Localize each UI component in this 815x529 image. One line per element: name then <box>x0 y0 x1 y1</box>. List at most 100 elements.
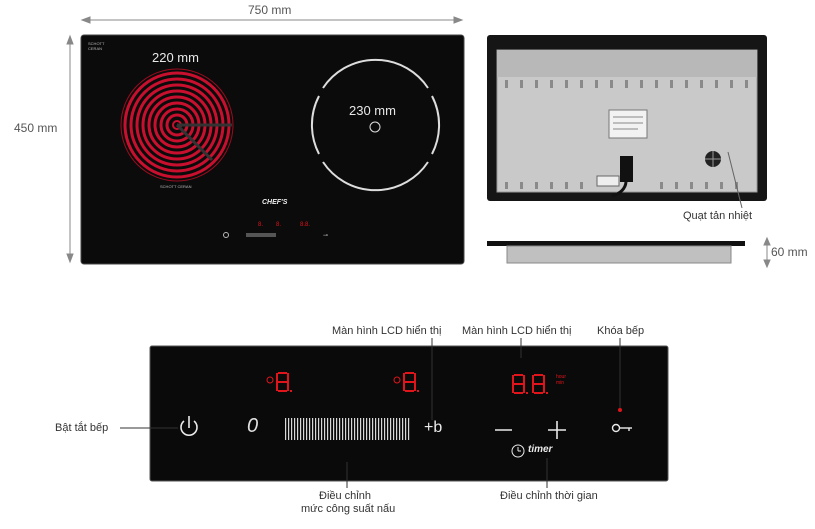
rating-label-lines <box>613 116 643 130</box>
slider-bar[interactable] <box>369 418 371 440</box>
rating-label <box>608 109 648 139</box>
side-body <box>506 245 732 264</box>
slider-bar[interactable] <box>312 418 314 440</box>
slider-bar[interactable] <box>396 418 398 440</box>
svg-text:8.: 8. <box>276 222 281 228</box>
power-callout: Bật tắt bếp <box>55 422 109 434</box>
slider-bar[interactable] <box>318 418 320 440</box>
power-cord <box>611 181 628 198</box>
slider-bar[interactable] <box>405 418 407 440</box>
slider-bar[interactable] <box>285 418 287 440</box>
slider-bar[interactable] <box>393 418 395 440</box>
cooktop-side-view <box>487 241 745 246</box>
slider-bar[interactable] <box>300 418 302 440</box>
time-adjust-callout: Điều chỉnh thời gian <box>500 490 598 502</box>
slider-bar[interactable] <box>360 418 362 440</box>
slider-bar[interactable] <box>288 418 290 440</box>
plus-icon <box>548 421 566 439</box>
slider-bar[interactable] <box>336 418 338 440</box>
slider-bar[interactable] <box>357 418 359 440</box>
time-units-label: hour min <box>556 374 567 386</box>
slider-bar[interactable] <box>408 418 410 440</box>
slider-bar[interactable] <box>366 418 368 440</box>
svg-text:8.: 8. <box>258 222 263 228</box>
slider-bar[interactable] <box>399 418 401 440</box>
slider-bar[interactable] <box>303 418 305 440</box>
zero-level-glyph: 0 <box>247 415 259 437</box>
lock-callout: Khóa bếp <box>597 325 645 337</box>
slider-bar[interactable] <box>297 418 299 440</box>
plus-button[interactable] <box>545 418 569 442</box>
svg-text:⊸: ⊸ <box>323 233 328 239</box>
vent-slots <box>505 80 748 88</box>
slider-bar[interactable] <box>306 418 308 440</box>
timer-label: timer <box>528 444 553 455</box>
slider-bar[interactable] <box>315 418 317 440</box>
power-slider <box>285 418 410 440</box>
zone-print: SCHOTT CERAN <box>160 184 192 189</box>
timer-clock-icon <box>511 444 525 458</box>
slider-bar[interactable] <box>378 418 380 440</box>
power-icon <box>180 416 198 436</box>
slider-bar[interactable] <box>351 418 353 440</box>
slider-bar[interactable] <box>372 418 374 440</box>
slider-bar[interactable] <box>375 418 377 440</box>
zone-indicator-icons <box>266 376 401 384</box>
depth-label: 60 mm <box>771 245 808 259</box>
lcd-left-display <box>276 372 292 394</box>
slider-bar[interactable] <box>381 418 383 440</box>
slider-bar[interactable] <box>330 418 332 440</box>
boost-button[interactable]: +b <box>424 419 443 436</box>
minus-button[interactable] <box>490 420 516 440</box>
slider-bar[interactable] <box>339 418 341 440</box>
lcd-timer-display <box>512 374 552 396</box>
height-label: 450 mm <box>14 121 58 135</box>
lock-indicator-led <box>618 408 622 412</box>
terminal-block <box>596 175 620 187</box>
height-dimension-line <box>66 34 74 264</box>
width-label: 750 mm <box>248 3 292 17</box>
slider-bar[interactable] <box>309 418 311 440</box>
fan-leader-line <box>727 151 743 209</box>
top-view-touch-row: 8. 8. 8.8. ⊸ <box>223 222 328 239</box>
slider-bar[interactable] <box>345 418 347 440</box>
lcd-left-callout: Màn hình LCD hiển thị <box>332 325 442 337</box>
svg-text:8.8.: 8.8. <box>300 222 310 228</box>
slider-bar[interactable] <box>291 418 293 440</box>
radiant-zone <box>120 68 234 182</box>
slider-bar[interactable] <box>333 418 335 440</box>
lcd-right-callout: Màn hình LCD hiển thị <box>462 325 572 337</box>
lock-button[interactable] <box>608 420 636 436</box>
lcd-middle-display <box>403 372 419 394</box>
right-zone-size: 230 mm <box>349 103 396 118</box>
width-dimension-line <box>80 16 464 24</box>
slider-bar[interactable] <box>390 418 392 440</box>
slider-bar[interactable] <box>324 418 326 440</box>
key-lock-icon <box>611 423 632 433</box>
slider-bar[interactable] <box>354 418 356 440</box>
depth-dimension-line <box>763 236 771 269</box>
slider-bar[interactable] <box>363 418 365 440</box>
control-panel <box>149 345 669 482</box>
slider-bar[interactable] <box>387 418 389 440</box>
slider-bar[interactable] <box>327 418 329 440</box>
brand-logo: CHEF'S <box>262 199 288 206</box>
slider-bar[interactable] <box>348 418 350 440</box>
power-adjust-callout-1: Điều chỉnh <box>319 490 371 502</box>
housing-rail-top <box>497 50 757 77</box>
left-zone-size: 220 mm <box>152 50 199 65</box>
power-adjust-callout-2: mức công suất nấu <box>301 503 396 515</box>
power-cord-plug <box>620 156 633 182</box>
slider-bar[interactable] <box>321 418 323 440</box>
power-button[interactable] <box>176 414 202 440</box>
slider-bar[interactable] <box>294 418 296 440</box>
induction-zone <box>310 58 441 192</box>
slider-bar[interactable] <box>384 418 386 440</box>
slider-bar[interactable] <box>342 418 344 440</box>
fan-label: Quạt tản nhiệt <box>683 210 753 222</box>
leader-lines <box>120 338 621 488</box>
corner-print: SCHOTT CERAN <box>88 41 105 51</box>
fan-grille <box>705 151 721 167</box>
slider-bar[interactable] <box>402 418 404 440</box>
